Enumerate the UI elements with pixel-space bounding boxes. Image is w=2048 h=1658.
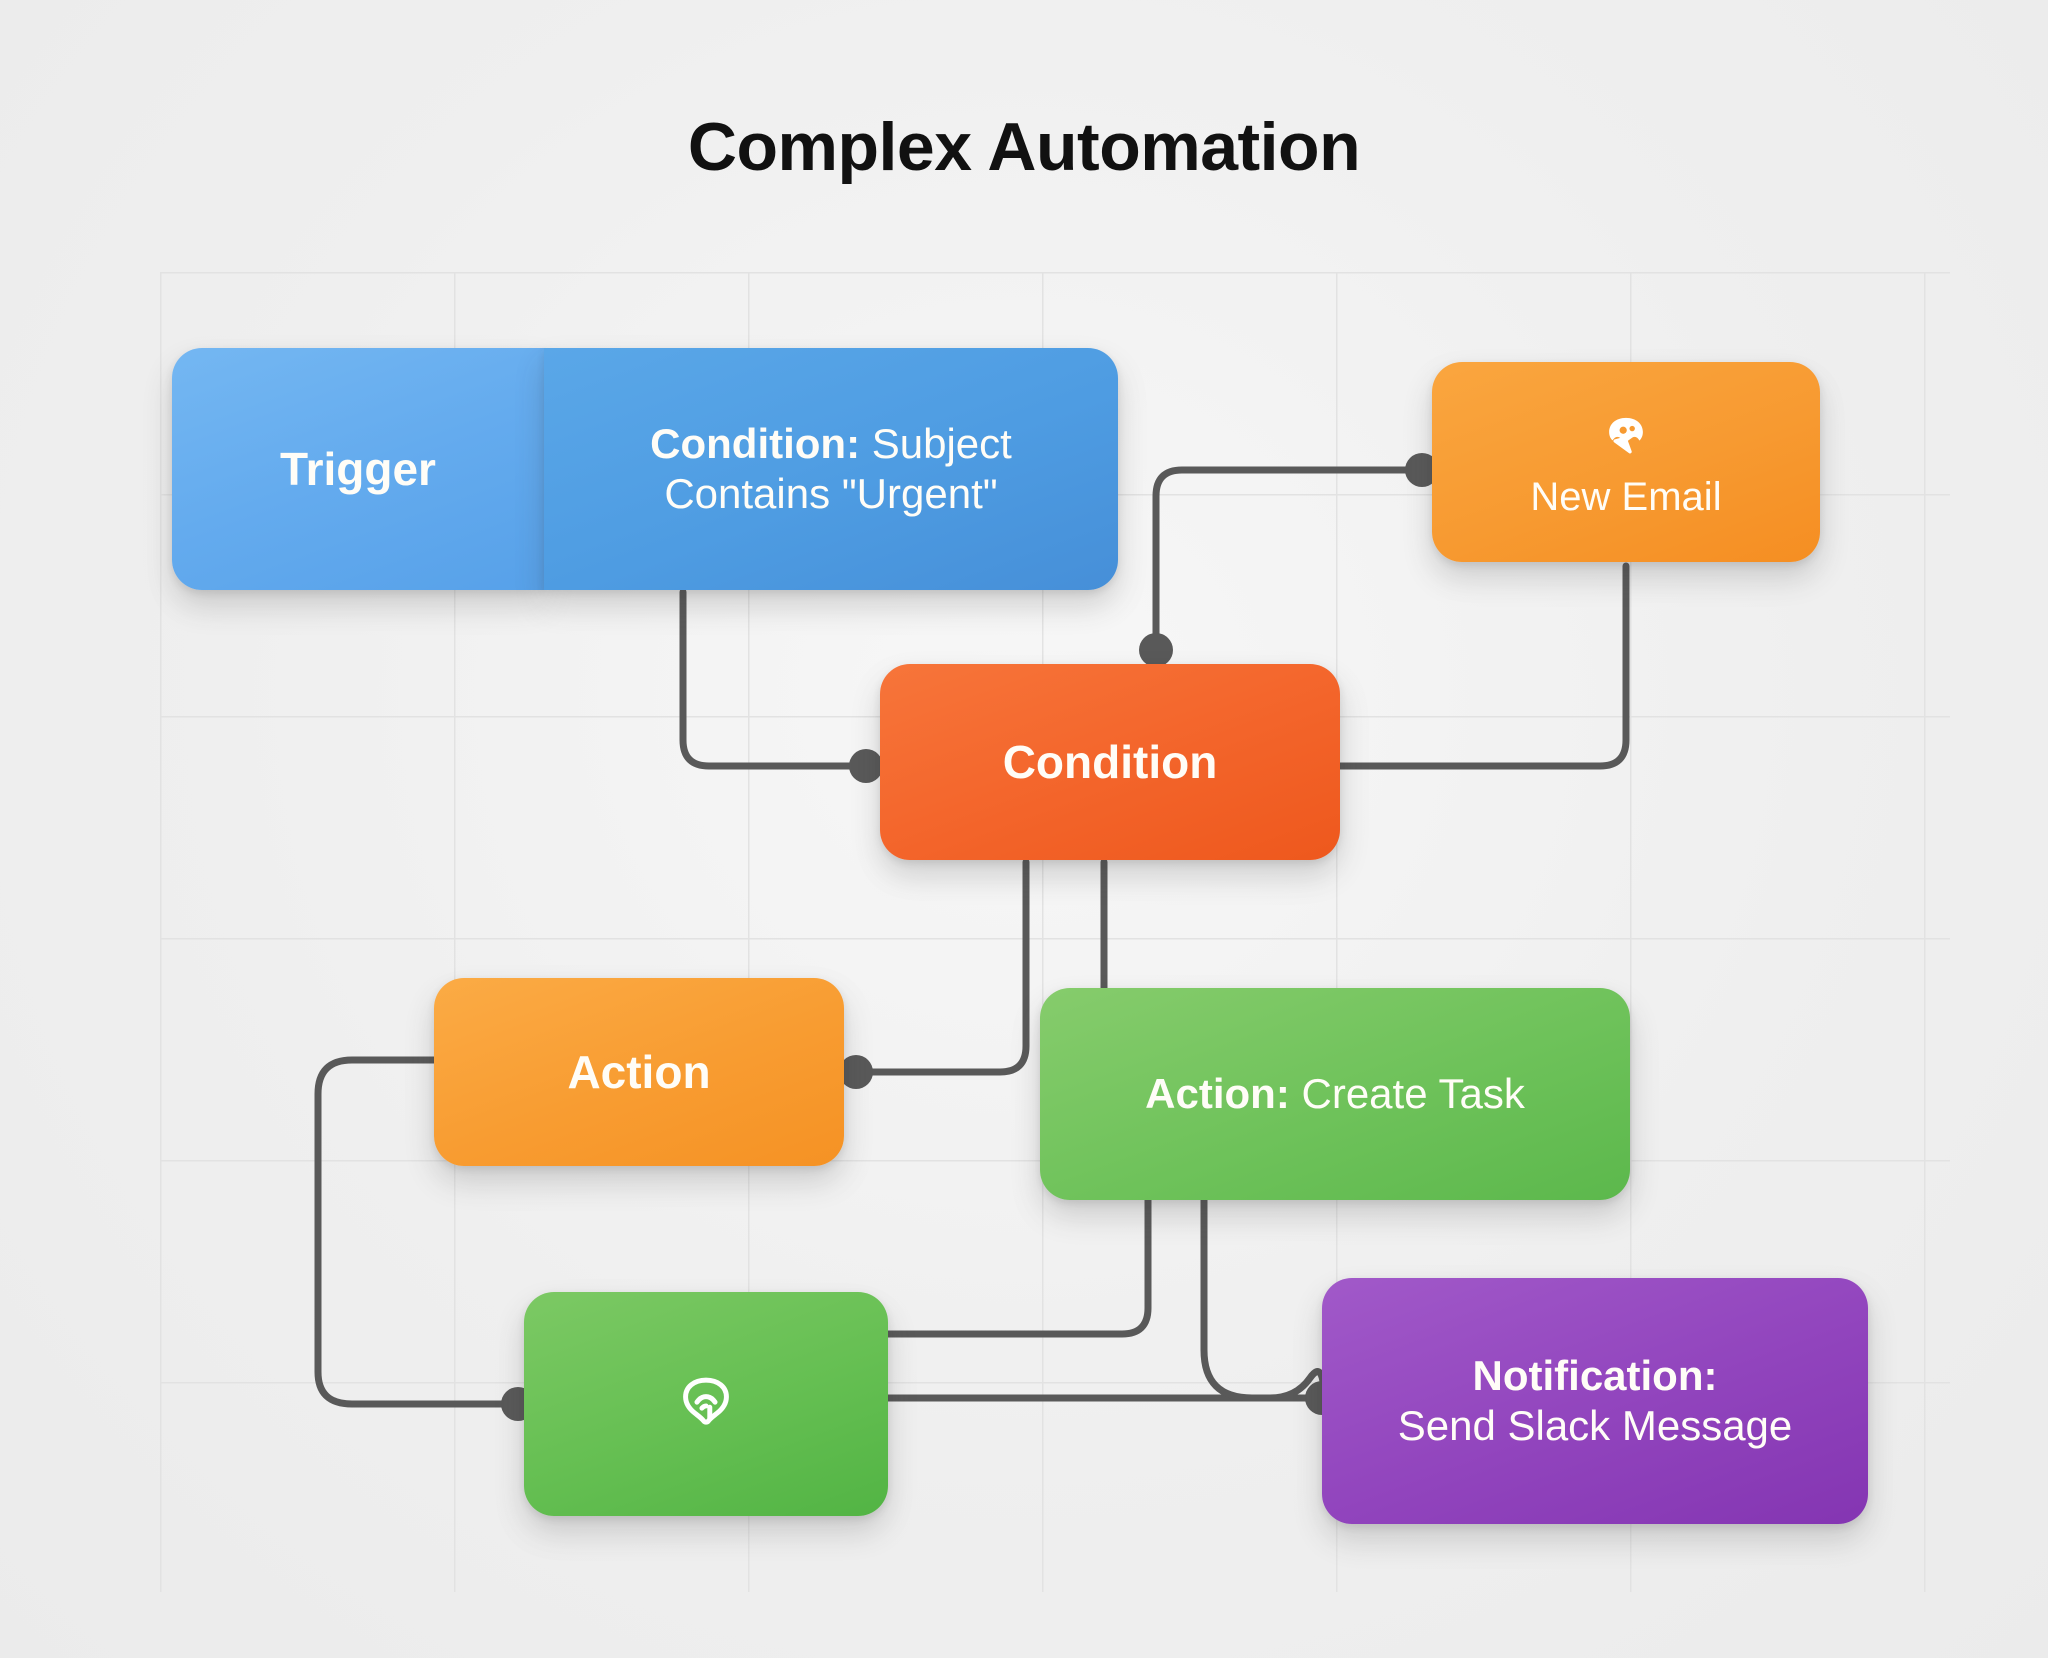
node-green-icon[interactable] xyxy=(524,1292,888,1516)
edge-green-to-notification-upper xyxy=(884,1196,1152,1338)
node-notification-line2: Send Slack Message xyxy=(1397,1402,1793,1449)
node-condition-subject-strong: Condition: xyxy=(650,420,861,468)
node-condition-subject-rest: Subject xyxy=(860,420,1012,468)
envelope-badge-icon xyxy=(1599,410,1653,474)
edge-subject-to-condition xyxy=(679,588,868,770)
node-new-email[interactable]: New Email xyxy=(1432,362,1820,562)
node-new-email-label: New Email xyxy=(1530,475,1722,520)
wifi-pin-icon xyxy=(671,1367,741,1442)
node-condition-subject-line2: Contains "Urgent" xyxy=(664,470,998,517)
endpoint-dot-condition-top xyxy=(1139,633,1173,667)
edge-condition-to-action xyxy=(852,858,1030,1076)
node-condition[interactable]: Condition xyxy=(880,664,1340,860)
edge-create-task-to-notification xyxy=(1200,1196,1316,1402)
endpoint-dot-action-right xyxy=(839,1055,873,1089)
node-action-create-task-rest: Create Task xyxy=(1289,1070,1525,1118)
node-condition-label: Condition xyxy=(1002,735,1218,788)
node-action-create-task-line: Action: Create Task xyxy=(1145,1069,1525,1119)
edge-action-to-green xyxy=(314,1056,522,1408)
connector-endpoints xyxy=(501,453,1439,1421)
node-notification-strong: Notification: xyxy=(1472,1352,1718,1400)
node-action-create-task-strong: Action: xyxy=(1145,1070,1290,1118)
node-action-label: Action xyxy=(567,1045,711,1098)
node-condition-subject[interactable]: Condition: Subject Contains "Urgent" xyxy=(544,348,1118,590)
node-notification[interactable]: Notification: Send Slack Message xyxy=(1322,1278,1868,1524)
node-condition-subject-line1: Condition: Subject xyxy=(650,419,1012,469)
node-trigger-label: Trigger xyxy=(280,442,436,495)
node-trigger[interactable]: Trigger xyxy=(172,348,544,590)
page-title: Complex Automation xyxy=(687,109,1361,185)
node-action-create-task[interactable]: Action: Create Task xyxy=(1040,988,1630,1200)
edge-new-email-to-condition xyxy=(1152,466,1428,652)
edge-new-email-right xyxy=(1336,562,1630,770)
endpoint-dot-new-email-left xyxy=(1405,453,1439,487)
endpoint-dot-condition-left xyxy=(849,749,883,783)
node-action[interactable]: Action xyxy=(434,978,844,1166)
